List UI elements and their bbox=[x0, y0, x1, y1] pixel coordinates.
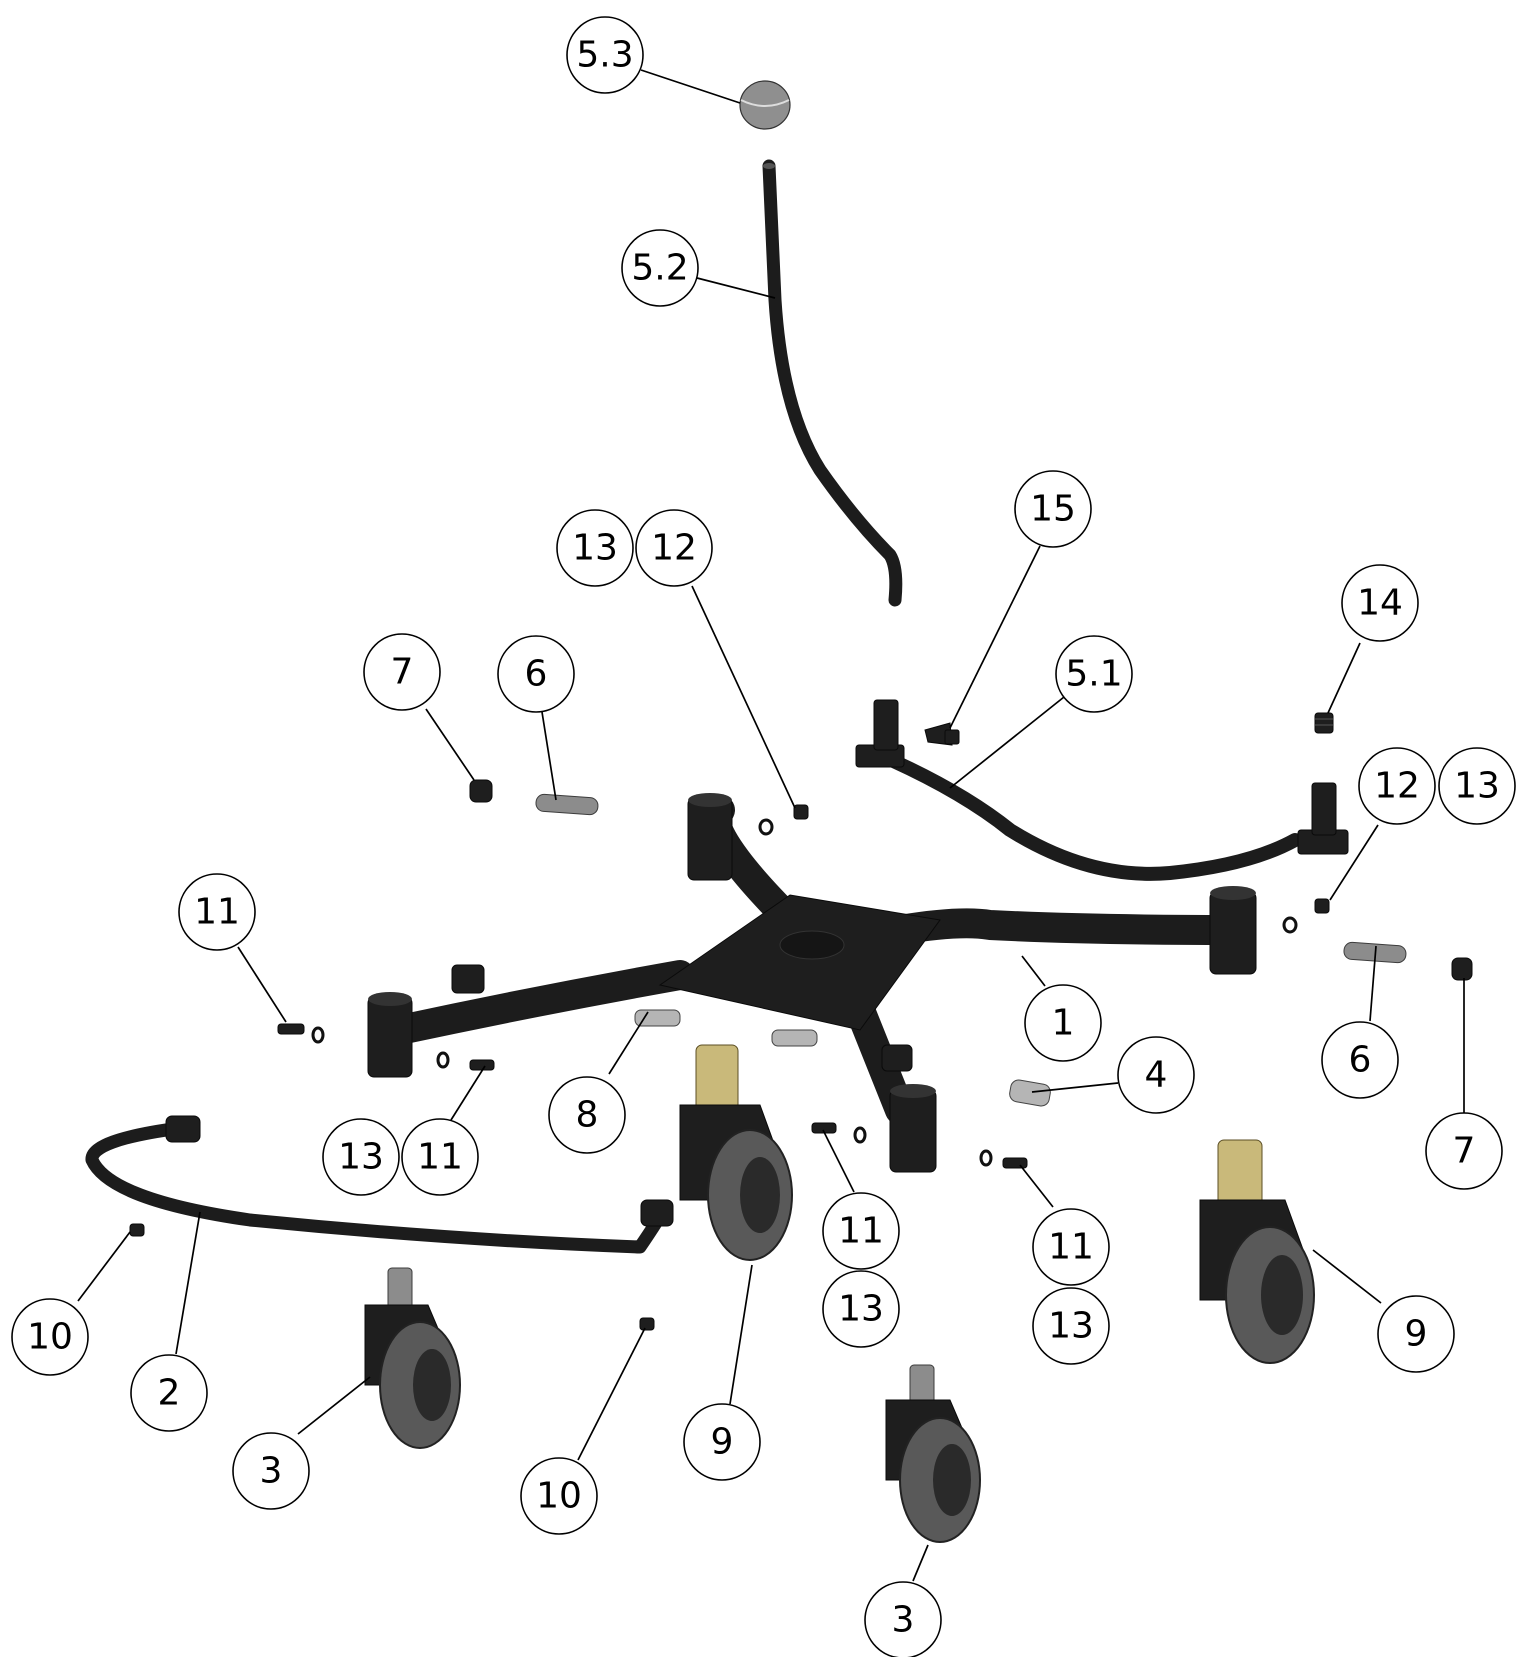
part-7-end-cap-right bbox=[1451, 957, 1473, 981]
balloon-2: 2 bbox=[130, 1354, 208, 1432]
part-6-pin-left bbox=[535, 793, 599, 816]
svg-text:10: 10 bbox=[27, 1317, 73, 1358]
balloon-7-upper: 7 bbox=[363, 633, 441, 711]
svg-text:10: 10 bbox=[536, 1476, 582, 1517]
balloon-11-lower-left: 11 bbox=[401, 1118, 479, 1196]
balloon-3-left: 3 bbox=[232, 1432, 310, 1510]
balloon-10-left: 10 bbox=[11, 1298, 89, 1376]
svg-text:11: 11 bbox=[194, 892, 240, 933]
balloon-11-center-right: 11 bbox=[1032, 1208, 1110, 1286]
balloon-13-lower-left: 13 bbox=[322, 1118, 400, 1196]
svg-text:13: 13 bbox=[1048, 1306, 1094, 1347]
svg-text:3: 3 bbox=[260, 1451, 283, 1492]
svg-text:5.3: 5.3 bbox=[576, 35, 633, 76]
balloon-5-2: 5.2 bbox=[621, 229, 699, 307]
balloon-4: 4 bbox=[1117, 1036, 1195, 1114]
svg-text:15: 15 bbox=[1030, 489, 1076, 530]
balloon-13-right: 13 bbox=[1438, 747, 1516, 825]
part-15-wing-screw bbox=[924, 722, 960, 746]
balloon-7-right: 7 bbox=[1425, 1112, 1503, 1190]
part-10-screw-middle bbox=[639, 1317, 655, 1331]
part-8-bolt bbox=[634, 1009, 818, 1047]
balloon-12-right: 12 bbox=[1358, 747, 1436, 825]
part-7-end-cap-left bbox=[469, 779, 493, 803]
svg-text:12: 12 bbox=[1374, 766, 1420, 807]
balloon-14: 14 bbox=[1341, 564, 1419, 642]
balloon-13-center-right: 13 bbox=[1032, 1287, 1110, 1365]
balloon-8: 8 bbox=[548, 1076, 626, 1154]
svg-text:11: 11 bbox=[417, 1137, 463, 1178]
svg-text:7: 7 bbox=[391, 652, 414, 693]
svg-text:3: 3 bbox=[892, 1600, 915, 1641]
part-14-threaded-insert bbox=[1314, 712, 1334, 734]
balloon-15: 15 bbox=[1014, 470, 1092, 548]
balloon-6-upper: 6 bbox=[497, 635, 575, 713]
svg-text:5.2: 5.2 bbox=[631, 248, 688, 289]
part-5-1-curved-brace bbox=[855, 699, 1349, 881]
part-5-2-handle-rod bbox=[762, 159, 903, 607]
part-2-lower-curved-bar bbox=[85, 1115, 674, 1254]
svg-text:13: 13 bbox=[1454, 766, 1500, 807]
svg-text:13: 13 bbox=[338, 1137, 384, 1178]
balloon-13-upper: 13 bbox=[556, 509, 634, 587]
svg-text:4: 4 bbox=[1145, 1055, 1168, 1096]
svg-text:5.1: 5.1 bbox=[1065, 654, 1122, 695]
balloon-5-1: 5.1 bbox=[1055, 635, 1133, 713]
svg-text:6: 6 bbox=[1349, 1040, 1372, 1081]
balloon-1: 1 bbox=[1024, 984, 1102, 1062]
svg-text:11: 11 bbox=[838, 1211, 884, 1252]
part-5-3-ball-knob bbox=[739, 80, 791, 130]
part-3-caster-left bbox=[364, 1267, 461, 1449]
balloon-11-center: 11 bbox=[822, 1192, 900, 1270]
balloon-12-upper: 12 bbox=[635, 509, 713, 587]
svg-text:2: 2 bbox=[158, 1373, 181, 1414]
svg-text:11: 11 bbox=[1048, 1227, 1094, 1268]
svg-text:8: 8 bbox=[576, 1095, 599, 1136]
balloon-5-3: 5.3 bbox=[566, 16, 644, 94]
part-11-13-screw-washer-c bbox=[811, 1122, 867, 1144]
svg-text:12: 12 bbox=[651, 528, 697, 569]
svg-text:9: 9 bbox=[711, 1422, 734, 1463]
part-11-13-screw-washer-a bbox=[277, 1023, 325, 1044]
svg-text:1: 1 bbox=[1052, 1003, 1075, 1044]
balloon-9-center: 9 bbox=[683, 1403, 761, 1481]
balloon-6-right: 6 bbox=[1321, 1021, 1399, 1099]
part-12-13-nut-washer-upper bbox=[758, 804, 809, 836]
balloon-9-right: 9 bbox=[1377, 1295, 1455, 1373]
balloon-13-center: 13 bbox=[822, 1270, 900, 1348]
part-3-caster-right bbox=[885, 1364, 981, 1543]
part-9-caster-right bbox=[1199, 1139, 1315, 1364]
balloon-3-bottom: 3 bbox=[864, 1581, 942, 1659]
svg-text:9: 9 bbox=[1405, 1314, 1428, 1355]
svg-text:14: 14 bbox=[1357, 583, 1403, 624]
svg-text:13: 13 bbox=[838, 1289, 884, 1330]
part-9-caster-left bbox=[679, 1044, 793, 1261]
balloon-10-center: 10 bbox=[520, 1457, 598, 1535]
leader-lines bbox=[77, 69, 1465, 1582]
svg-text:6: 6 bbox=[525, 654, 548, 695]
part-10-screw-left bbox=[129, 1223, 145, 1237]
part-1-base-frame bbox=[367, 793, 1257, 1173]
part-12-13-nut-washer-right bbox=[1282, 898, 1330, 934]
svg-text:7: 7 bbox=[1453, 1131, 1476, 1172]
balloon-11-left: 11 bbox=[178, 873, 256, 951]
part-4-socket-bolt bbox=[1009, 1079, 1051, 1107]
part-11-13-screw-washer-b bbox=[436, 1051, 495, 1071]
svg-text:13: 13 bbox=[572, 528, 618, 569]
